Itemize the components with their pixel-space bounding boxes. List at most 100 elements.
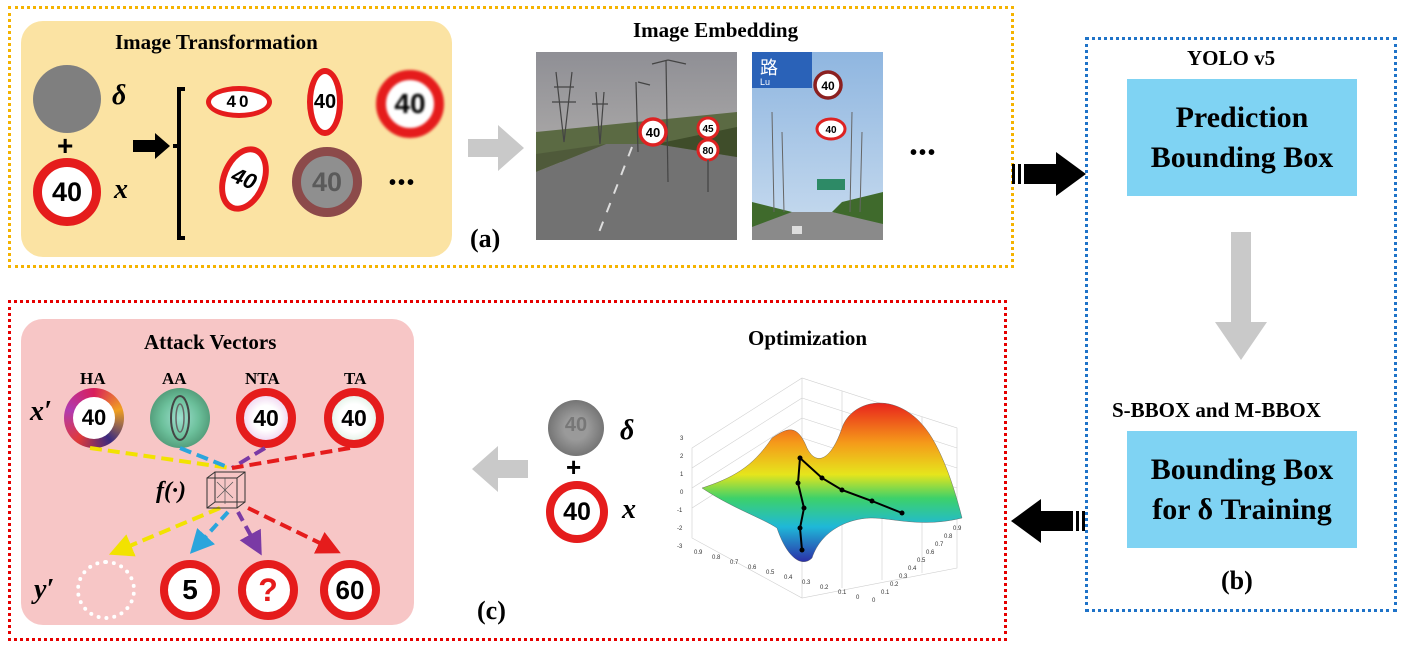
image-transformation-title: Image Transformation (115, 30, 318, 54)
transformed-sign-narrow: 40 (307, 68, 343, 136)
embedding-ellipsis: ••• (910, 142, 938, 164)
photo2-road-text-latin: Lu (760, 77, 770, 87)
adversarial-sign-aa (150, 388, 210, 448)
z-tick-0: 0 (680, 490, 684, 496)
road-photo-1: 40 45 80 (536, 52, 737, 240)
panel-a-label: (a) (470, 224, 501, 253)
delta-symbol-c: δ (620, 415, 635, 446)
adversarial-sign-ta: 40 (324, 388, 384, 448)
sign-text: 40 (226, 92, 252, 111)
transform-ellipsis: ••• (389, 172, 417, 194)
sign-text: 40 (313, 90, 337, 113)
gray-arrow-down (1215, 232, 1267, 360)
arrow-to-optimization (1011, 499, 1085, 543)
y-tick-0: 0 (872, 598, 876, 604)
attack-vectors-title: Attack Vectors (144, 330, 277, 354)
delta-symbol: δ (112, 80, 127, 111)
attack-label-ha: HA (80, 369, 106, 388)
y-tick-2: 0.2 (890, 582, 899, 588)
prediction-bounding-box: Prediction Bounding Box (1127, 79, 1357, 196)
y-prime-symbol: y′ (34, 574, 55, 605)
plus-sign: + (57, 130, 74, 161)
photo1-sign-b: 45 (702, 124, 714, 135)
prediction-box-text: Prediction Bounding Box (1150, 100, 1334, 174)
sign-text: 40 (228, 162, 261, 195)
perturbation-faint-text: 40 (564, 414, 588, 436)
y-tick-1: 0.1 (881, 590, 890, 596)
arrow-to-yolo (1012, 152, 1086, 196)
y-tick-3: 0.3 (899, 574, 908, 580)
attack-label-ta: TA (344, 369, 367, 388)
z-tick-1: 1 (680, 472, 684, 478)
panel-c-label: (c) (477, 596, 506, 625)
training-box-text: Bounding Box for δ Training (1150, 452, 1334, 526)
z-tick-m1: -1 (677, 508, 683, 514)
clean-sign-40: 40 (546, 481, 608, 543)
panel-a-border (8, 6, 1014, 268)
empty-detection-circle (76, 560, 136, 620)
model-network-icon (206, 471, 246, 509)
output-sign-unknown: ? (238, 560, 298, 620)
x-symbol: x (114, 174, 128, 205)
x-tick-7: 0.2 (820, 585, 829, 591)
optimization-title: Optimization (748, 326, 867, 350)
aa-pattern (170, 395, 190, 441)
y-tick-5: 0.5 (917, 558, 926, 564)
photo2-sign-b: 40 (825, 125, 837, 136)
image-embedding-title: Image Embedding (633, 18, 799, 42)
x-tick-9: 0 (856, 595, 860, 601)
y-tick-6: 0.6 (926, 550, 935, 556)
optimized-perturbation: 40 (548, 400, 604, 456)
z-tick-m2: -2 (677, 526, 683, 532)
sign-text: 5 (182, 574, 198, 605)
output-sign-5: 5 (160, 560, 220, 620)
image-transformation-panel (21, 21, 452, 257)
panel-b-border (1085, 37, 1397, 612)
x-tick-6: 0.3 (802, 580, 811, 586)
photo1-sign-a: 40 (646, 125, 660, 140)
road-photo-2: 路 Lu 40 40 (752, 52, 883, 240)
attack-label-aa: AA (162, 369, 187, 388)
z-tick-m3: -3 (677, 544, 683, 550)
y-tick-7: 0.7 (935, 542, 944, 548)
x-tick-5: 0.4 (784, 575, 793, 581)
sign-text: 60 (335, 574, 365, 605)
sign-text: ? (258, 571, 278, 608)
yolo-title: YOLO v5 (1187, 46, 1276, 70)
y-tick-8: 0.8 (944, 534, 953, 540)
x-prime-symbol: x′ (30, 396, 52, 427)
gray-arrow-right (468, 125, 524, 171)
adversarial-sign-ha: 40 (64, 388, 124, 448)
f-label: f(·) (156, 478, 186, 504)
transformed-sign-blurred: 40 (376, 70, 444, 138)
transformed-sign-squashed: 40 (206, 86, 272, 118)
perturbation-circle (33, 65, 101, 133)
loss-surface-plot: 3 2 1 0 -1 -2 -3 0.9 0.8 0.7 0.6 0.5 0.4… (677, 377, 963, 604)
panel-b-label: (b) (1221, 566, 1253, 595)
x-symbol-c: x (622, 494, 636, 525)
gray-arrow-left (472, 446, 528, 492)
photo2-sign-a: 40 (821, 79, 835, 93)
photo1-sign-c: 80 (702, 146, 714, 157)
y-tick-9: 0.9 (953, 526, 962, 532)
attack-label-nta: NTA (245, 369, 280, 388)
training-bounding-box: Bounding Box for δ Training (1127, 431, 1357, 548)
sign-text: 40 (311, 166, 343, 197)
z-tick-3: 3 (680, 436, 684, 442)
x-tick-3: 0.6 (748, 565, 757, 571)
plus-sign-c: + (566, 452, 582, 482)
output-sign-60: 60 (320, 560, 380, 620)
attack-paths (89, 446, 351, 557)
z-tick-2: 2 (680, 454, 684, 460)
photo2-road-text: 路 (760, 58, 778, 79)
sign-text: 40 (563, 497, 591, 526)
x-tick-8: 0.1 (838, 590, 847, 596)
ha-sign-face: 40 (73, 397, 115, 439)
road-scene-2: 路 Lu 40 40 (752, 52, 883, 240)
x-tick-0: 0.9 (694, 550, 703, 556)
road-scene-1: 40 45 80 (536, 52, 737, 240)
transform-arrow-bracket (133, 87, 185, 240)
sign-text: 40 (253, 404, 279, 431)
x-tick-4: 0.5 (766, 570, 775, 576)
sign-text: 40 (341, 404, 367, 431)
